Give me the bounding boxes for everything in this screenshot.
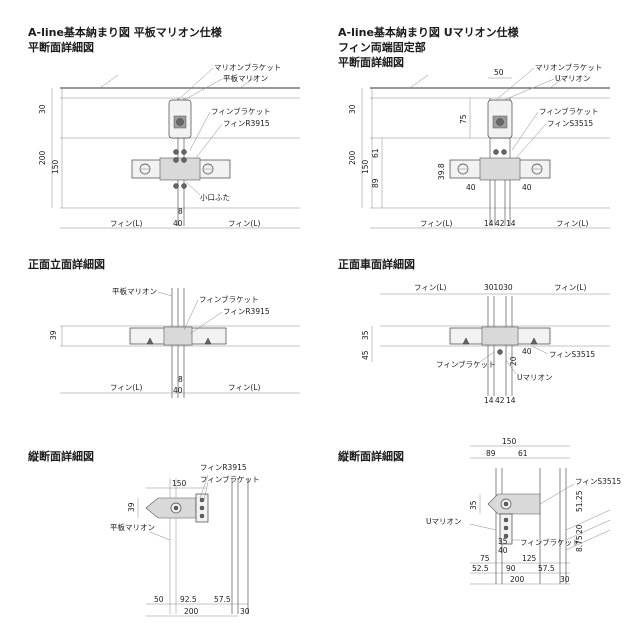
label-u-mullion-6: Uマリオン <box>426 517 462 526</box>
dim5-39: 39 <box>127 502 136 512</box>
dim-30: 30 <box>38 104 47 114</box>
dim6-75: 75 <box>480 554 490 563</box>
dim6-200: 200 <box>510 575 525 584</box>
dim4-14b: 14 <box>506 396 516 405</box>
label-flat-mullion: 平板マリオン <box>223 73 268 83</box>
dim2-75: 75 <box>459 114 468 124</box>
label-fin-l-left-4: フィン(L) <box>414 283 446 292</box>
left-main-title: A-line基本納まり図 平板マリオン仕様 <box>28 26 222 39</box>
dim4-301030: 301030 <box>484 283 513 292</box>
label-u-mullion-4: Uマリオン <box>517 373 553 382</box>
dim6-125: 125 <box>522 554 537 563</box>
dim2-42: 42 <box>495 219 505 228</box>
dim2-200: 200 <box>348 150 357 165</box>
dim-8: 8 <box>178 207 183 216</box>
label-fin-l-left: フィン(L) <box>110 219 142 228</box>
label-fin-bracket: フィンブラケット <box>211 106 271 116</box>
panel-vertical-section-left: フィンR3915 フィンブラケット 平板マリオン 150 39 50 92.5 … <box>110 463 260 617</box>
right-vertical-section-title: 縦断面詳細図 <box>338 450 404 463</box>
dim2-30: 30 <box>348 104 357 114</box>
left-plan-section-title: 平断面詳細図 <box>28 41 94 54</box>
dim2-14b: 14 <box>506 219 516 228</box>
label-fin-s3515: フィンS3515 <box>547 119 593 128</box>
label-fin-bracket-6: フィンブラケット <box>520 537 580 547</box>
dim5-150: 150 <box>172 479 187 488</box>
dim6-90: 90 <box>506 564 516 573</box>
dim4-35: 35 <box>361 330 370 340</box>
dim4-40: 40 <box>522 347 532 356</box>
dim4-45: 45 <box>361 350 370 360</box>
panel-flat-mullion-plan: マリオンブラケット 平板マリオン フィンブラケット フィンR3915 小口ふた … <box>38 62 300 229</box>
left-vertical-section-title: 縦断面詳細図 <box>28 450 94 463</box>
label-fin-bracket-4: フィンブラケット <box>436 359 496 369</box>
dim2-89: 89 <box>371 178 380 188</box>
dim6-35b: 35 <box>498 537 508 546</box>
dim6-61: 61 <box>518 449 528 458</box>
dim2-39-8: 39.8 <box>437 163 446 180</box>
label-small-cap: 小口ふた <box>200 193 230 202</box>
right-plan-section-title: 平断面詳細図 <box>338 56 404 69</box>
dim6-57-5: 57.5 <box>538 564 555 573</box>
dim-200: 200 <box>38 150 47 165</box>
dim6-20: 20 <box>575 524 584 534</box>
panel-front-vehicle: フィン(L) フィン(L) 301030 35 45 40 20 フィンS351… <box>361 283 610 405</box>
label-fin-r3915-5: フィンR3915 <box>200 463 247 472</box>
dim4-20: 20 <box>509 356 518 366</box>
panel-vertical-section-right: フィンS3515 Uマリオン フィンブラケット 150 89 61 35 20 … <box>426 437 621 585</box>
dim6-40: 40 <box>498 546 508 555</box>
dim2-14a: 14 <box>484 219 494 228</box>
dim6-35: 35 <box>469 500 478 510</box>
dim3-40: 40 <box>173 386 183 395</box>
label-fin-l-right-4: フィン(L) <box>554 283 586 292</box>
front-elevation-title: 正面立面詳細図 <box>28 258 105 271</box>
dim-40: 40 <box>173 219 183 228</box>
panel-front-elevation: 平板マリオン フィンブラケット フィンR3915 39 8 40 フィン(L) … <box>49 286 300 398</box>
label-fin-s3515-6: フィンS3515 <box>575 477 621 486</box>
dim5-92-5: 92.5 <box>180 595 197 604</box>
dim5-30: 30 <box>240 607 250 616</box>
dim6-89: 89 <box>486 449 496 458</box>
label-fin-l-right-3: フィン(L) <box>228 383 260 392</box>
dim5-200: 200 <box>184 607 199 616</box>
label-fin-r3915-3: フィンR3915 <box>223 307 270 316</box>
dim6-8-75: 8.75 <box>575 535 584 552</box>
panel-u-mullion-plan: マリオンブラケット Uマリオン フィンブラケット フィンS3515 50 30 … <box>348 62 610 229</box>
label-flat-mullion-3: 平板マリオン <box>112 286 157 296</box>
right-fin-end-title: フィン両端固定部 <box>338 41 426 54</box>
label-fin-bracket-3: フィンブラケット <box>199 294 259 304</box>
label-fin-l-right: フィン(L) <box>228 219 260 228</box>
dim2-40-left: 40 <box>466 183 476 192</box>
dim2-40-right: 40 <box>522 183 532 192</box>
dim6-150: 150 <box>502 437 517 446</box>
dim-150: 150 <box>51 159 60 174</box>
dim5-50: 50 <box>154 595 164 604</box>
dim6-52-5: 52.5 <box>472 564 489 573</box>
label-mullion-bracket: マリオンブラケット <box>214 62 281 72</box>
label-u-mullion: Uマリオン <box>555 74 591 83</box>
label-fin-bracket-5: フィンブラケット <box>200 474 260 484</box>
dim3-8: 8 <box>178 375 183 384</box>
right-main-title: A-line基本納まり図 Uマリオン仕様 <box>338 26 519 39</box>
label-fin-l-right-2: フィン(L) <box>556 219 588 228</box>
dim6-51-25: 51.25 <box>575 490 584 512</box>
dim2-150: 150 <box>361 159 370 174</box>
dim6-30: 30 <box>560 575 570 584</box>
label-fin-l-left-2: フィン(L) <box>420 219 452 228</box>
label-fin-s3515-4: フィンS3515 <box>549 350 595 359</box>
dim5-57-5: 57.5 <box>214 595 231 604</box>
label-fin-l-left-3: フィン(L) <box>110 383 142 392</box>
dim4-42: 42 <box>495 396 505 405</box>
dim2-61: 61 <box>371 148 380 158</box>
dim3-39: 39 <box>49 330 58 340</box>
label-fin-bracket-2: フィンブラケット <box>539 106 599 116</box>
dim4-14a: 14 <box>484 396 494 405</box>
label-mullion-bracket-2: マリオンブラケット <box>535 62 602 72</box>
dim2-50: 50 <box>494 68 504 77</box>
label-fin-r3915: フィンR3915 <box>223 119 270 128</box>
front-vehicle-title: 正面車面詳細図 <box>338 258 415 271</box>
label-flat-mullion-5: 平板マリオン <box>110 522 155 532</box>
